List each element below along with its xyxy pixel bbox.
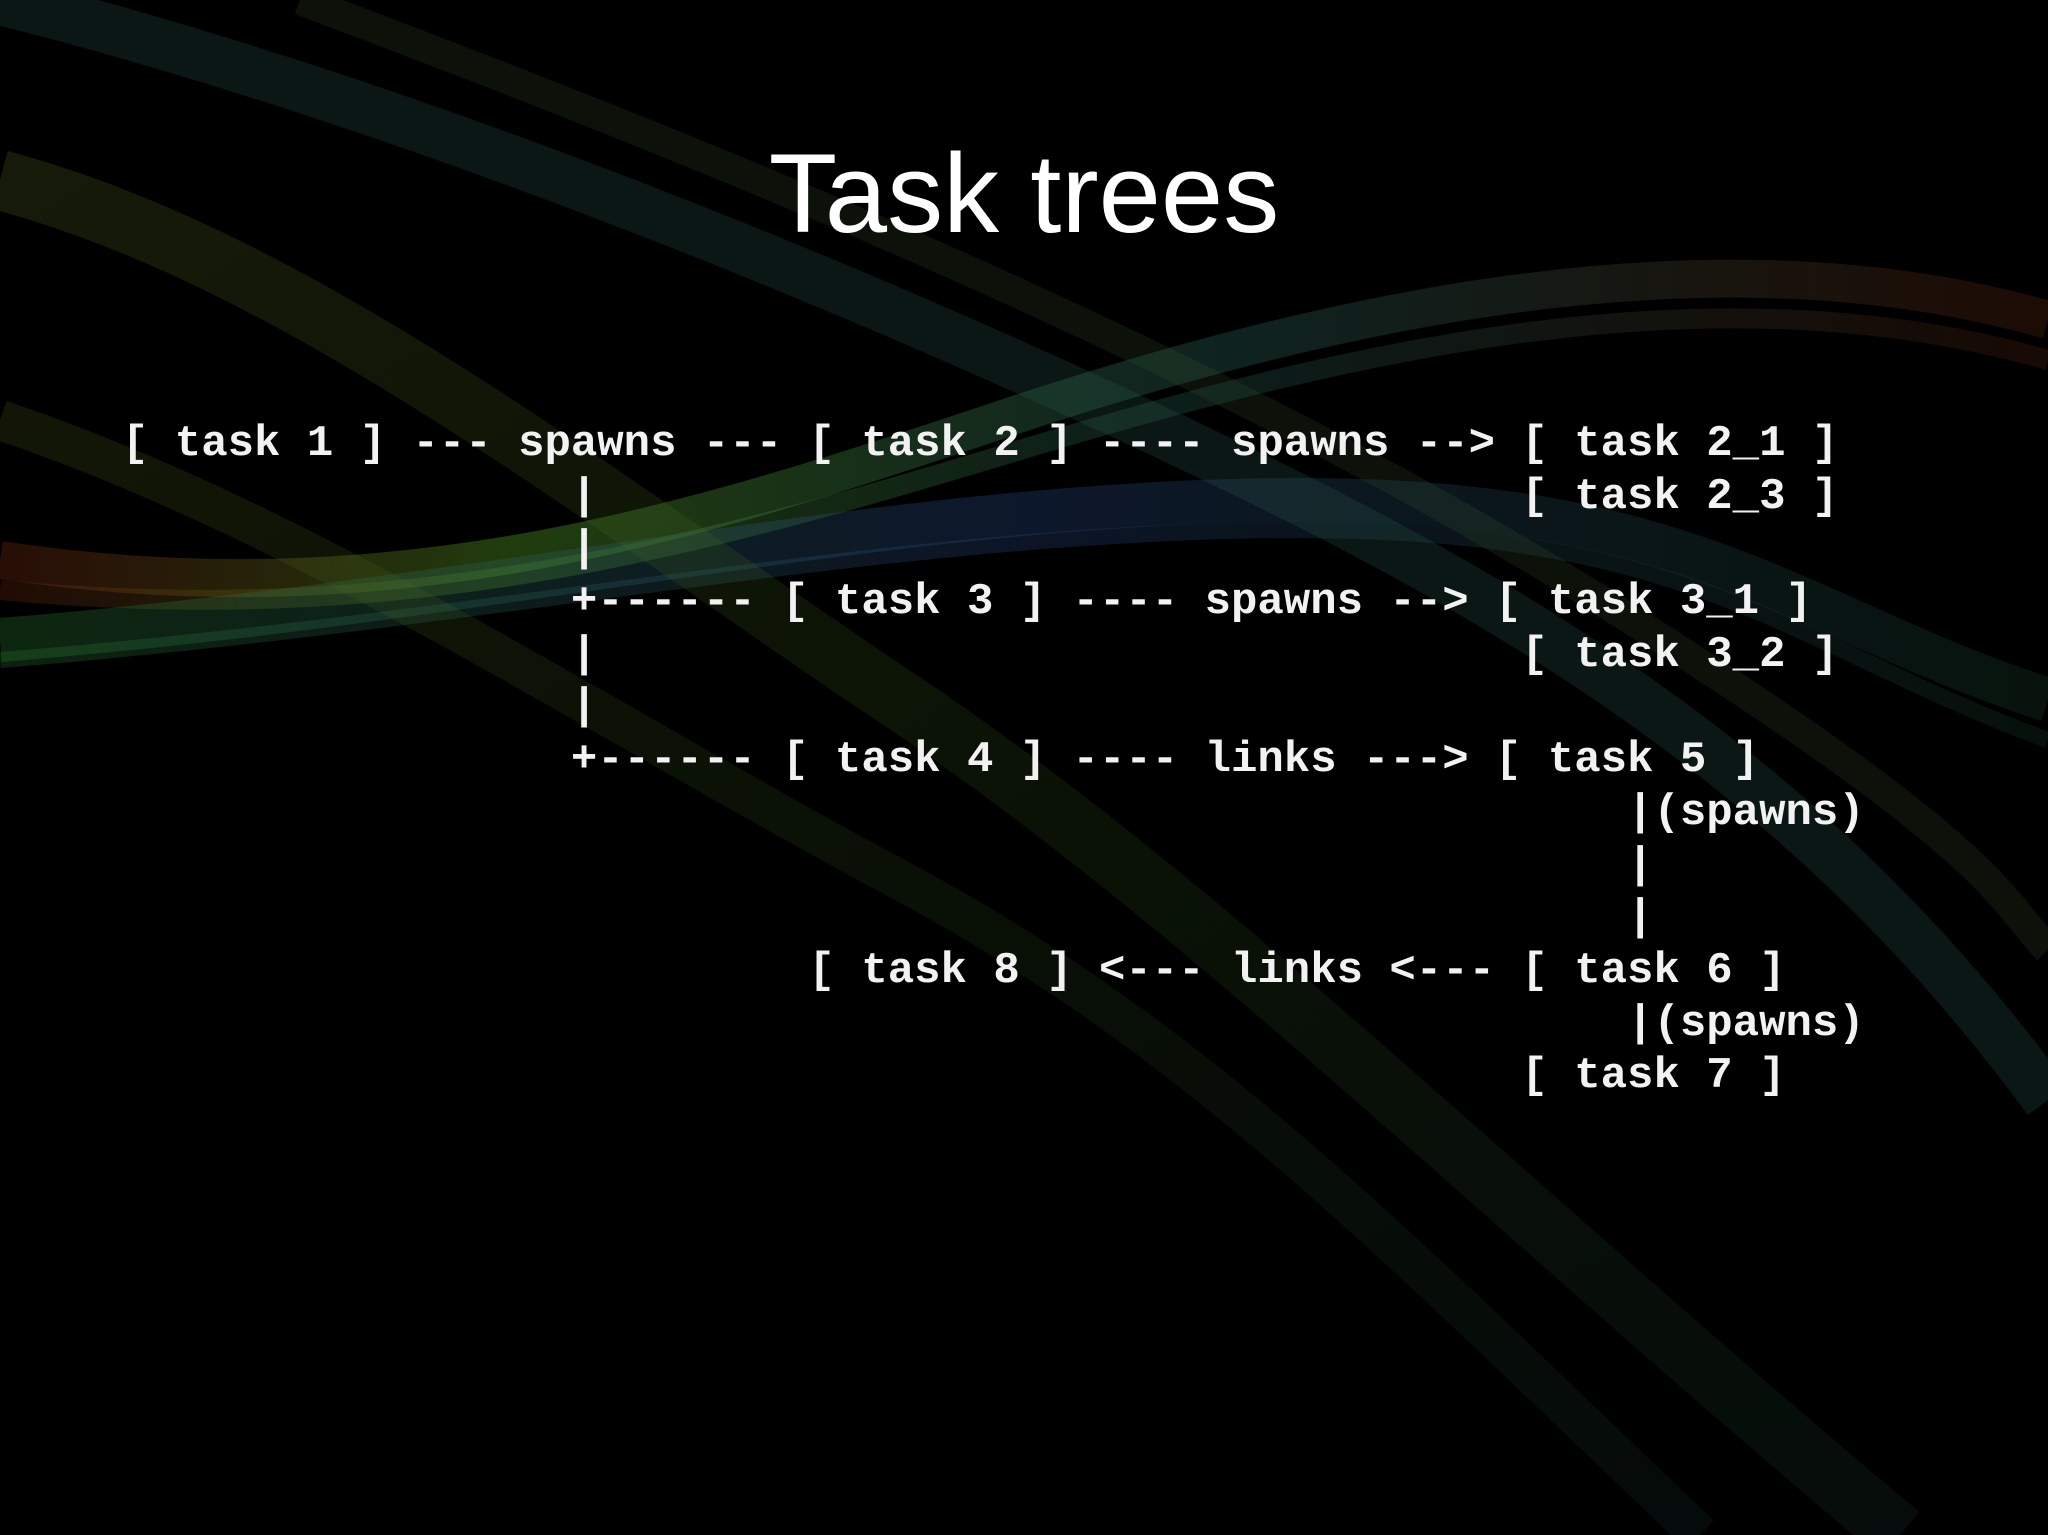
diagram-line: +------ [ task 3 ] ---- spawns --> [ tas… [122,577,1812,628]
diagram-line: +------ [ task 4 ] ---- links ---> [ tas… [122,735,1760,786]
diagram-line: [ task 7 ] [122,1051,1786,1102]
task-tree-diagram: [ task 1 ] --- spawns --- [ task 2 ] ---… [122,418,1865,1103]
diagram-line: |(spawns) [122,998,1865,1049]
diagram-line: |(spawns) [122,787,1865,838]
diagram-line: | [122,840,1654,891]
diagram-line: [ task 8 ] <--- links <--- [ task 6 ] [122,945,1786,996]
diagram-line: | [122,524,598,575]
diagram-line: | [ task 2_3 ] [122,471,1839,522]
slide-title: Task trees [768,131,1280,256]
diagram-line: | [ task 3_2 ] [122,629,1839,680]
diagram-line: | [122,682,598,733]
diagram-line: [ task 1 ] --- spawns --- [ task 2 ] ---… [122,419,1839,469]
diagram-line: | [122,893,1654,944]
